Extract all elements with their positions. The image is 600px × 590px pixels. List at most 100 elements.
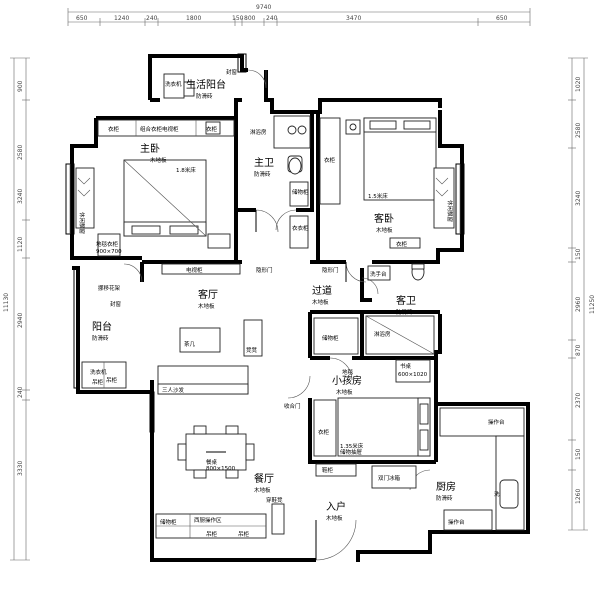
side-cab-label: 衣柜	[324, 156, 336, 164]
dim-left-1: 2580	[17, 145, 24, 160]
master-bed-label: 1.8米床	[176, 166, 196, 174]
dining-table-label: 餐桌	[206, 458, 218, 466]
master-bath-name: 主卫	[254, 157, 274, 169]
dim-right-4: 2960	[575, 297, 582, 312]
hidden-door-2-label: 隐形门	[322, 266, 339, 274]
bay-window-left-label: 休闲飘窗	[78, 212, 86, 235]
dim-left-6: 3330	[17, 461, 24, 476]
hidden-door-1-label: 隐形门	[256, 266, 273, 274]
shoe-cab-label: 鞋柜	[322, 466, 334, 474]
master-bath-floor: 防滑砖	[254, 170, 271, 178]
bath-room2-label: 淋浴房	[374, 330, 391, 338]
coffee-table-label: 茶几	[184, 340, 196, 348]
dim-right-3: 150	[575, 248, 582, 260]
fridge-label: 双门冰箱	[378, 474, 401, 482]
kids-room-floor: 木地板	[336, 388, 353, 396]
dim-left-5: 240	[17, 386, 24, 398]
wash-sink-label: 洗手台	[370, 270, 387, 278]
dim-top-7: 3470	[346, 15, 361, 22]
bath-cab-label: 淋浴房	[250, 128, 267, 136]
dim-right-total: 11250	[589, 295, 596, 314]
guest-rug-label: 衣柜	[396, 240, 408, 248]
master-bedroom-name: 主卧	[140, 142, 160, 155]
dim-right-1: 2580	[575, 123, 582, 138]
dim-top-4: 150	[232, 15, 244, 22]
windows	[65, 53, 465, 433]
room-labels: 生活阳台 防滑砖 封窗 主卧 木地板 主卫 防滑砖 客卧 木地板 客厅 木地板 …	[92, 68, 456, 522]
second-bedroom-floor: 木地板	[376, 226, 393, 234]
combo-wardrobe-label: 组合衣柜电视柜	[140, 125, 179, 133]
living-room-name: 客厅	[198, 288, 218, 301]
living-room-floor: 木地板	[198, 302, 215, 310]
dim-right-8: 1260	[575, 489, 582, 504]
kids-room-name: 小孩房	[332, 374, 362, 387]
balcony-floor: 防滑砖	[92, 334, 109, 342]
storage-label: 储物柜	[322, 334, 339, 342]
dim-left-4: 2940	[17, 313, 24, 328]
guest-bath-name: 客卫	[396, 294, 416, 307]
coat-closet-label: 衣衣柜	[292, 224, 309, 232]
storage2-label: 储物柜	[160, 518, 177, 526]
kids-cab-label: 衣柜	[318, 428, 330, 436]
sliding-label: 封窗	[110, 300, 122, 308]
hanger-label-2: 吊柜	[92, 378, 104, 386]
dim-right-0: 1020	[575, 77, 582, 92]
dim-left-total: 11130	[3, 293, 10, 312]
bay-window-right-label: 休闲飘窗	[446, 200, 454, 223]
furniture: 洗衣机 衣柜 组合衣柜电视柜 衣柜 1.8米床 地毯衣柜 900×700 休闲飘…	[75, 73, 525, 539]
dim-right-2: 3240	[575, 191, 582, 206]
kids-rug-label: 地毯	[342, 368, 354, 376]
wardrobe-label: 衣柜	[108, 125, 120, 133]
doors	[123, 69, 431, 561]
living-balcony-name: 生活阳台	[186, 78, 226, 91]
work-area-label: 西厨操作区	[194, 516, 222, 524]
dim-top-total: 9740	[256, 4, 271, 11]
wardrobe-label-2: 衣柜	[206, 125, 218, 133]
entrance-floor: 木地板	[326, 514, 343, 522]
dim-right-7: 150	[575, 448, 582, 460]
kitchen-floor: 防滑砖	[436, 494, 453, 502]
kids-desk-label: 书桌	[400, 362, 412, 370]
dining-size-label: 800×1500	[206, 466, 236, 472]
dim-top-5: 800	[244, 15, 256, 22]
dim-right-6: 2370	[575, 393, 582, 408]
hanger-label-3: 吊柜	[238, 530, 250, 538]
dim-top-8: 650	[496, 15, 508, 22]
hanger3-label: 吊柜	[206, 530, 218, 538]
hallway-floor: 木地板	[312, 298, 329, 306]
guest-bed-label: 1.5米床	[368, 192, 388, 200]
swing-door-label: 挪移花架	[98, 284, 121, 292]
kids-desk-size: 600×1020	[398, 372, 428, 378]
sliding-label-2: 封窗	[226, 68, 238, 76]
living-balcony-floor: 防滑砖	[196, 92, 213, 100]
master-bedroom-floor: 木地板	[150, 156, 167, 164]
dim-left-3: 1120	[17, 237, 24, 252]
dim-top-0: 650	[76, 15, 88, 22]
hallway-name: 过道	[312, 284, 332, 297]
dining-room-name: 餐厅	[254, 472, 274, 485]
shoe-bench-label: 穿鞋凳	[266, 496, 283, 504]
dim-left-2: 3240	[17, 189, 24, 204]
entrance-name: 入户	[326, 500, 346, 513]
tv-cab-label: 电视柜	[186, 266, 203, 274]
work-top-label: 操作台	[488, 418, 505, 426]
master-rug-size: 900×700	[96, 249, 122, 255]
dim-top-6: 240	[266, 15, 278, 22]
dim-left-0: 900	[17, 80, 24, 92]
balcony-name: 阳台	[92, 320, 112, 333]
second-bedroom-name: 客卧	[374, 212, 394, 225]
dimension-lines: 9740 650 1240 240 1800 150 800 240 3470 …	[3, 4, 596, 561]
dim-top-3: 1800	[186, 15, 201, 22]
dim-top-1: 1240	[114, 15, 129, 22]
linen-label: 储物柜	[292, 188, 309, 196]
kids-bed2-label: 储物抽屉	[340, 448, 363, 456]
washer2-label: 洗衣机	[90, 368, 107, 376]
master-rug-label: 地毯衣柜	[96, 240, 119, 248]
dim-top-2: 240	[146, 15, 158, 22]
washer-balcony-label: 洗衣机	[165, 80, 182, 88]
guest-bath-floor: 防滑砖	[396, 308, 413, 316]
dim-right-5: 870	[575, 344, 582, 356]
hidden-door-3-label: 收合门	[284, 402, 301, 410]
kitchen-name: 厨房	[436, 480, 456, 493]
